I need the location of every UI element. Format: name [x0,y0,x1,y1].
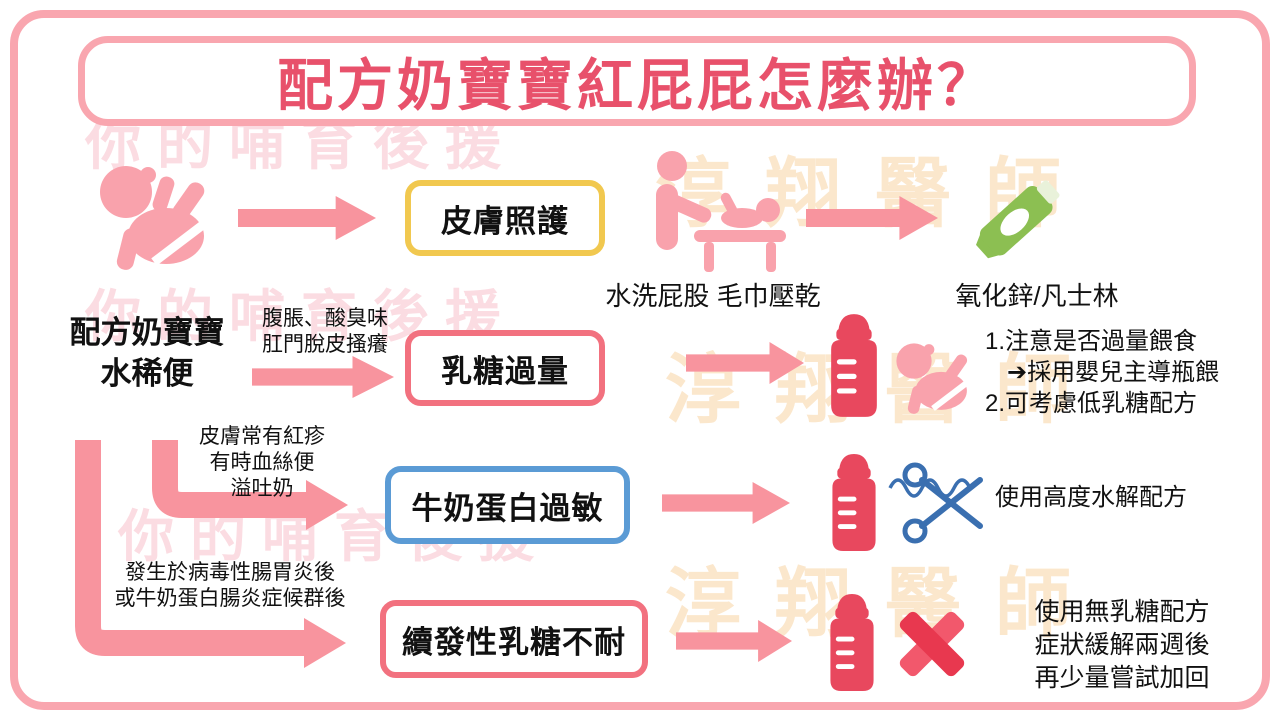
note-secondary-lactose: 發生於病毒性腸胃炎後 或牛奶蛋白腸炎症候群後 [100,560,360,612]
result-milk-protein: 使用高度水解配方 [995,482,1245,513]
source-line2: 水稀便 [100,356,194,391]
box-skin-care: 皮膚照護 [405,180,605,256]
result-line: 2.可考慮低乳糖配方 [985,390,1198,417]
source-label: 配方奶寶寶 水稀便 [42,312,252,394]
arrow-right-icon [686,342,804,384]
arrow-right-icon [806,196,938,240]
note-line: 皮膚常有紅疹 [199,425,325,448]
box-secondary-lactose-intolerance: 續發性乳糖不耐 [380,600,648,678]
diaper-change-icon [656,151,786,272]
box-milk-protein-allergy-label: 牛奶蛋白過敏 [411,490,604,526]
result-secondary-lactose: 使用無乳糖配方 症狀緩解兩週後 再少量嘗試加回 [998,596,1246,695]
baby-icon [100,166,207,270]
box-skin-care-label: 皮膚照護 [441,203,569,239]
note-lactose-overload: 腹脹、酸臭味 肛門脫皮搔癢 [246,306,404,358]
note-line: 溢吐奶 [230,477,294,500]
arrow-right-icon [252,356,394,398]
note-line: 腹脹、酸臭味 [262,307,388,330]
box-lactose-overload: 乳糖過量 [405,330,605,406]
feeding-bottle-icon [831,314,877,417]
scissors-protein-icon [888,462,983,544]
feeding-bottle-icon [830,593,874,692]
note-milk-protein: 皮膚常有紅疹 有時血絲便 溢吐奶 [183,424,341,502]
ointment-tube-icon [976,180,1060,259]
note-line: 或牛奶蛋白腸炎症候群後 [114,587,346,610]
box-secondary-lactose-label: 續發性乳糖不耐 [402,624,626,660]
source-line1: 配方奶寶寶 [69,315,225,350]
arrow-right-icon [662,482,790,524]
result-lactose-overload: 1.注意是否過量餵食 ➔採用嬰兒主導瓶餵 2.可考慮低乳糖配方 [985,326,1247,419]
result-line: 使用無乳糖配方 [1034,598,1210,626]
note-line: 肛門脫皮搔癢 [262,333,388,356]
caption-ointment: 氧化鋅/凡士林 [955,281,1119,311]
arrow-right-icon [676,620,792,662]
elbow-arrow-icon [152,440,348,530]
baby-icon [896,343,969,414]
elbow-arrow-icon [75,440,346,668]
caption-wash-dry: 水洗屁股 毛巾壓乾 [605,281,821,311]
box-milk-protein-allergy: 牛奶蛋白過敏 [385,466,630,544]
note-line: 發生於病毒性腸胃炎後 [125,561,335,584]
result-line: ➔採用嬰兒主導瓶餵 [1007,359,1220,386]
result-line: 使用高度水解配方 [995,484,1187,511]
arrow-right-icon [238,196,376,240]
note-line: 有時血絲便 [209,451,315,474]
feeding-bottle-icon [832,453,876,552]
page-title: 配方奶寶寶紅屁屁怎麼辦？ [277,53,997,117]
title-box: 配方奶寶寶紅屁屁怎麼辦？ [78,36,1196,126]
result-line: 1.注意是否過量餵食 [985,328,1198,355]
result-line: 症狀緩解兩週後 [1034,631,1210,659]
no-lactose-icon [899,611,965,677]
box-lactose-overload-label: 乳糖過量 [441,353,569,389]
result-line: 再少量嘗試加回 [1034,664,1210,692]
